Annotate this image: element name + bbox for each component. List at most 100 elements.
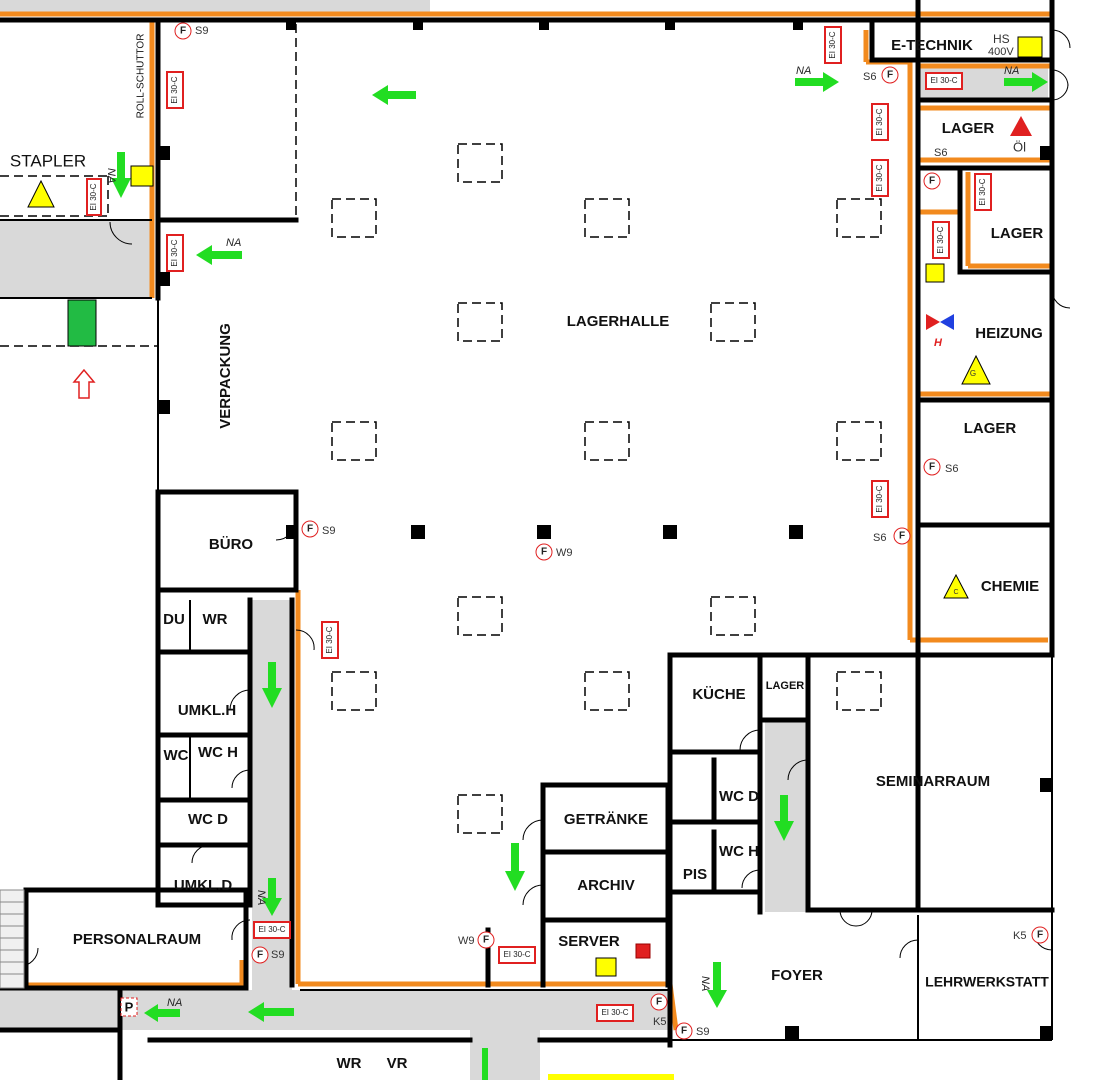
fire-door-label: EI 30-C bbox=[875, 485, 884, 512]
extinguisher-icon: F bbox=[929, 462, 935, 473]
room-wc-h-right: WC H bbox=[719, 843, 759, 860]
electric-icon bbox=[595, 957, 617, 977]
gas-warning-icon bbox=[961, 354, 991, 385]
chem-label: C bbox=[953, 589, 958, 596]
room-lagerhalle: LAGERHALLE bbox=[567, 313, 670, 330]
escape-arrow-icon bbox=[795, 72, 839, 92]
na-label: NA bbox=[699, 976, 711, 991]
room-wc: WC bbox=[164, 747, 189, 764]
extinguisher-code: S9 bbox=[322, 525, 335, 537]
extinguisher-icon: F bbox=[180, 26, 186, 37]
escape-arrow-icon bbox=[262, 878, 282, 916]
extinguisher-code: S9 bbox=[195, 25, 208, 37]
staircase-icon bbox=[67, 299, 97, 347]
na-label: NA bbox=[1004, 65, 1019, 77]
extinguisher-code: W9 bbox=[458, 935, 475, 947]
room-lager-3: LAGER bbox=[964, 420, 1017, 437]
oil-label: Öl bbox=[1013, 139, 1026, 154]
oil-warning-icon bbox=[1010, 116, 1032, 136]
escape-arrow-icon bbox=[248, 1002, 294, 1022]
extinguisher-icon: F bbox=[887, 70, 893, 81]
escape-arrow-icon bbox=[372, 85, 416, 105]
room-umkl-d: UMKL.D bbox=[174, 877, 232, 894]
fire-door-label: EI 30-C bbox=[828, 31, 837, 58]
extinguisher-code: K5 bbox=[653, 1016, 666, 1028]
extinguisher-code: S6 bbox=[863, 71, 876, 83]
electric-icon bbox=[1017, 36, 1043, 58]
room-wc-h: WC H bbox=[198, 744, 238, 761]
room-chemie: CHEMIE bbox=[981, 578, 1039, 595]
extinguisher-icon: F bbox=[541, 547, 547, 558]
room-wc-d-right: WC D bbox=[719, 788, 759, 805]
extinguisher-icon: F bbox=[681, 1026, 687, 1037]
room-lager-small: LAGER bbox=[766, 680, 805, 692]
fire-door-label: EI 30-C bbox=[875, 164, 884, 191]
chemical-warning-icon bbox=[943, 573, 969, 599]
gas-label: G bbox=[970, 369, 976, 378]
dashed-pillars bbox=[331, 143, 882, 834]
extinguisher-code: S6 bbox=[873, 532, 886, 544]
room-stapler: STAPLER bbox=[10, 151, 86, 170]
na-labels: NA NA NA NA NA NA NA bbox=[105, 65, 1019, 1009]
heating-valve-icon bbox=[926, 314, 940, 330]
fire-door-labels: EI 30-C EI 30-C EI 30-C EI 30-C EI 30-C … bbox=[86, 26, 992, 1022]
brick-wall bbox=[0, 889, 25, 989]
voltage-label: 400V bbox=[988, 46, 1014, 58]
fire-door-label: EI 30-C bbox=[601, 1008, 628, 1017]
room-kueche: KÜCHE bbox=[692, 686, 745, 703]
extinguisher-icon: F bbox=[257, 950, 263, 961]
extinguisher-icon: F bbox=[899, 531, 905, 542]
extinguisher-icon: F bbox=[483, 935, 489, 946]
fire-door-label: EI 30-C bbox=[978, 178, 987, 205]
escape-arrow-icon bbox=[262, 662, 282, 708]
extinguisher-code: S9 bbox=[696, 1026, 709, 1038]
room-getraenke: GETRÄNKE bbox=[564, 811, 648, 828]
server-shutoff-icon bbox=[635, 943, 651, 959]
escape-arrow-icon bbox=[1004, 72, 1048, 92]
room-personalraum: PERSONALRAUM bbox=[73, 931, 201, 948]
na-label: NA bbox=[226, 237, 241, 249]
room-wr: WR bbox=[203, 611, 228, 628]
electric-icon bbox=[925, 263, 945, 283]
extinguisher-code: K5 bbox=[1013, 930, 1026, 942]
fire-door-label: EI 30-C bbox=[258, 925, 285, 934]
heating-valve-icon bbox=[940, 314, 954, 330]
parking-sign bbox=[120, 997, 138, 1017]
fire-door-label: EI 30-C bbox=[170, 239, 179, 266]
room-lehrwerkstatt: LEHRWERKSTATT bbox=[925, 974, 1049, 990]
escape-arrow-icon bbox=[505, 843, 525, 891]
room-heizung: HEIZUNG bbox=[975, 325, 1043, 342]
fire-door-label: EI 30-C bbox=[325, 626, 334, 653]
escape-arrow-icon bbox=[774, 795, 794, 841]
room-vr-bottom: VR bbox=[387, 1055, 408, 1072]
extinguisher-icon: F bbox=[656, 997, 662, 1008]
parking-label: P bbox=[125, 999, 134, 1014]
room-labels: STAPLER ROLL-SCHUTTOR LAGERHALLE VERPACK… bbox=[10, 34, 1049, 1072]
room-seminarraum: SEMINARRAUM bbox=[876, 773, 990, 790]
room-umkl-h: UMKL.H bbox=[178, 702, 236, 719]
fire-door-label: EI 30-C bbox=[930, 76, 957, 85]
escape-arrow-icon bbox=[707, 962, 727, 1008]
escape-arrow-icon bbox=[482, 1048, 488, 1080]
electrical-signs bbox=[27, 36, 1043, 977]
escape-arrows bbox=[111, 72, 1048, 1080]
walls bbox=[0, 0, 1055, 1080]
fire-door-label: EI 30-C bbox=[170, 76, 179, 103]
fire-door-label: EI 30-C bbox=[936, 226, 945, 253]
room-lager-1: LAGER bbox=[942, 120, 995, 137]
escape-arrow-icon bbox=[111, 152, 131, 198]
room-server: SERVER bbox=[558, 933, 620, 950]
electric-icon bbox=[130, 165, 154, 187]
escape-arrow-icon bbox=[144, 1004, 180, 1022]
heating-label: H bbox=[934, 337, 943, 349]
fire-door-label: EI 30-C bbox=[503, 950, 530, 959]
fire-door-label: EI 30-C bbox=[875, 108, 884, 135]
room-pis: PIS bbox=[683, 866, 707, 883]
up-arrow-icon bbox=[72, 368, 96, 399]
room-lager-2: LAGER bbox=[991, 225, 1044, 242]
room-verpackung: VERPACKUNG bbox=[217, 323, 234, 429]
room-e-technik: E-TECHNIK bbox=[891, 37, 973, 54]
extinguisher-code: S6 bbox=[945, 463, 958, 475]
extinguisher-icon: F bbox=[1037, 930, 1043, 941]
